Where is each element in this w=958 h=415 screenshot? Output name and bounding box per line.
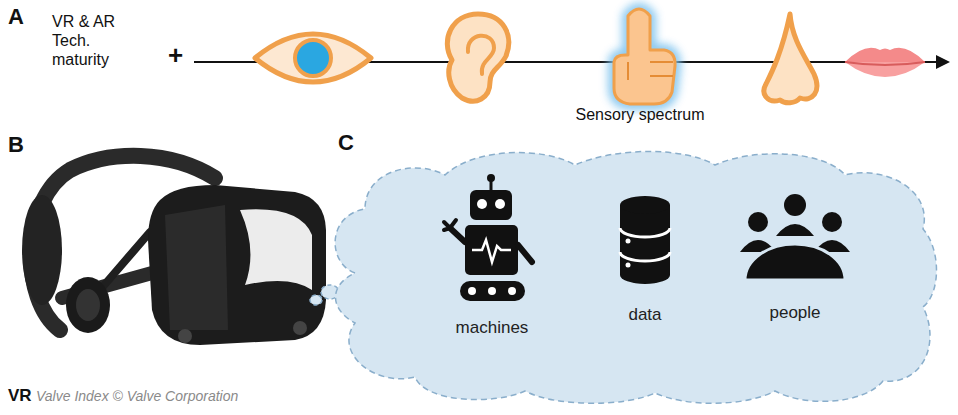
label-box: A: [8, 4, 24, 30]
image-tag: VR: [8, 386, 32, 406]
touch-icon: [614, 9, 675, 104]
panel-letter: A: [8, 4, 24, 30]
label-box: Valve Index © Valve Corporation: [36, 388, 238, 404]
nose-icon: [764, 14, 817, 103]
label-box: Sensory spectrum: [576, 106, 705, 124]
thought-cloud: machines data people: [325, 145, 945, 410]
caption-box: people: [769, 303, 820, 323]
vr-headset: [22, 156, 326, 345]
thought-bubbles: [310, 285, 339, 305]
axis-title: VR & AR Tech. maturity: [52, 12, 140, 70]
label-box: VR: [8, 386, 32, 406]
lips-icon: [845, 48, 925, 77]
caption-box: machines: [456, 318, 529, 338]
cloud-shape: [335, 152, 936, 404]
cloud-icons: [444, 174, 850, 301]
image-credit: Valve Index © Valve Corporation: [36, 388, 238, 404]
axis-sign: +: [168, 40, 183, 71]
label-box: C: [338, 130, 354, 156]
axis-arrowhead: [936, 55, 950, 69]
label-box: B: [8, 132, 24, 158]
icon-caption: data: [628, 305, 661, 325]
robot-icon: [444, 174, 532, 301]
ear-icon: [447, 14, 508, 101]
people-icon: [740, 194, 850, 280]
axis-caption: Sensory spectrum: [576, 106, 705, 124]
cloud-outline: [325, 145, 945, 410]
caption-box: data: [628, 305, 661, 325]
eye-icon: [255, 34, 371, 82]
label-box: +: [168, 40, 183, 71]
icon-caption: machines: [456, 318, 529, 338]
database-icon: [620, 196, 670, 284]
panel-letter: B: [8, 132, 24, 158]
label-box: VR & AR Tech. maturity: [52, 12, 140, 70]
icon-caption: people: [769, 303, 820, 323]
panel-letter: C: [338, 130, 354, 156]
